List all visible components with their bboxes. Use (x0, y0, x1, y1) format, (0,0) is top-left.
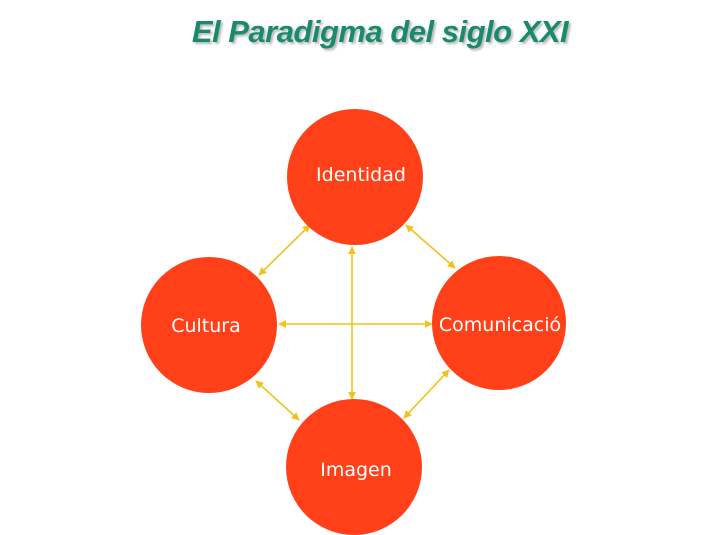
node-comunicacion-circle (432, 256, 566, 390)
connector-cultura-imagen (255, 380, 300, 421)
slide-title: El Paradigma del siglo XXI (191, 14, 569, 49)
node-cultura: Cultura (141, 257, 277, 393)
node-identidad-label: Identidad (316, 164, 406, 186)
node-comunicacion-label: Comunicació (439, 314, 561, 336)
connector-identidad-cultura (258, 224, 311, 276)
node-imagen-circle (286, 399, 422, 535)
node-comunicacion: Comunicació (432, 256, 566, 390)
node-cultura-label: Cultura (171, 315, 241, 337)
connector-comunicacion-imagen (403, 369, 450, 419)
node-identidad-circle (287, 109, 423, 245)
node-identidad: Identidad (287, 109, 423, 245)
connector-identidad-comunicacion (405, 224, 456, 269)
node-imagen: Imagen (286, 399, 422, 535)
node-imagen-label: Imagen (320, 459, 392, 481)
node-cultura-circle (141, 257, 277, 393)
